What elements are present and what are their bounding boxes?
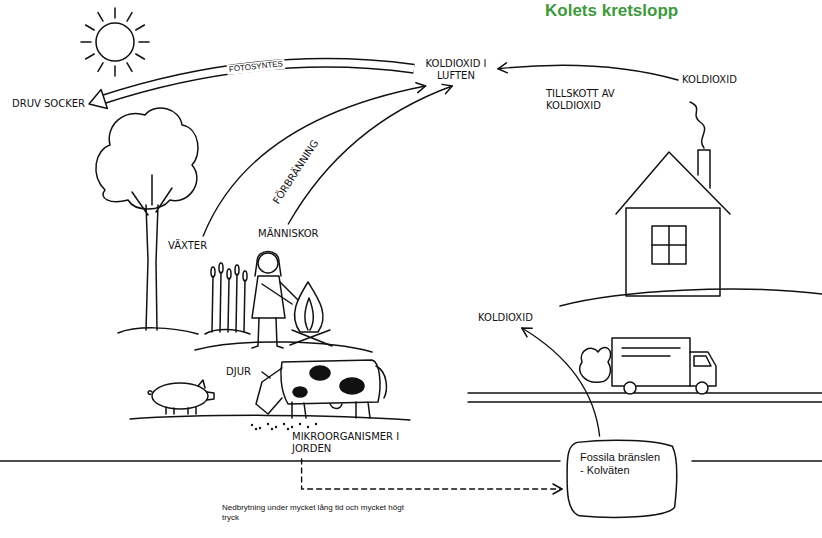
node-text: KOLDIOXID [682,74,737,86]
arrow-head [89,90,107,109]
node-text: DRUV SOCKER [12,98,85,110]
edge-label: Nedbrytning under mycket lång tid och my… [220,503,424,523]
sun [81,8,149,76]
edge-label: TILLSKOTT AV KOLDIOXID [544,88,628,112]
arrow-head [498,63,507,73]
node-text: Fossila bränslen - Kolväten [580,451,666,477]
plants-label: VÄXTER [168,240,207,252]
pig [148,380,214,414]
emission-label: KOLDIOXID [478,312,533,324]
edge-label: FOTOSYNTES [226,59,285,75]
air-carbon-label: KOLDIOXID I LUFTEN [418,58,494,82]
arrow-line [522,328,600,436]
flow-arrow [522,328,600,436]
soil-label: MIKROORGANISMER I JORDEN [292,431,412,455]
diagram-title: Kolets kretslopp [545,1,678,21]
emission-label: KOLDIOXID [682,74,737,86]
glucose-label: DRUV SOCKER [12,98,85,110]
arrow-line [498,65,678,80]
tree [96,108,198,334]
road [468,393,822,402]
animals-label: DJUR [226,366,251,378]
ground-line [0,460,822,462]
edge-label: FÖRBRÄNNING [270,136,323,208]
node-text: DJUR [226,366,251,378]
node-text: MIKROORGANISMER I JORDEN [292,431,412,455]
flow-arrow [203,83,425,236]
truck [580,338,716,394]
person-at-fire [195,252,372,353]
arrow-head [442,84,452,93]
grass-line [130,415,410,420]
plants [205,263,250,334]
flow-arrow [498,63,678,80]
house [560,102,822,306]
flow-arrow [302,459,562,494]
humans-label: MÄNNISKOR [258,228,319,240]
arrow-line [203,86,425,236]
soil-dots [251,423,317,430]
node-text: KOLDIOXID I LUFTEN [418,58,494,82]
node-text: VÄXTER [168,240,207,252]
cow [256,360,386,418]
arrow-head [522,328,532,337]
arrow-head [553,484,562,494]
node-text: MÄNNISKOR [258,228,319,240]
fossil-fuel-blob: Fossila bränslen - Kolväten [566,440,678,519]
node-text: KOLDIOXID [478,312,533,324]
arrow-head [416,83,426,93]
arrow-line [302,459,562,489]
